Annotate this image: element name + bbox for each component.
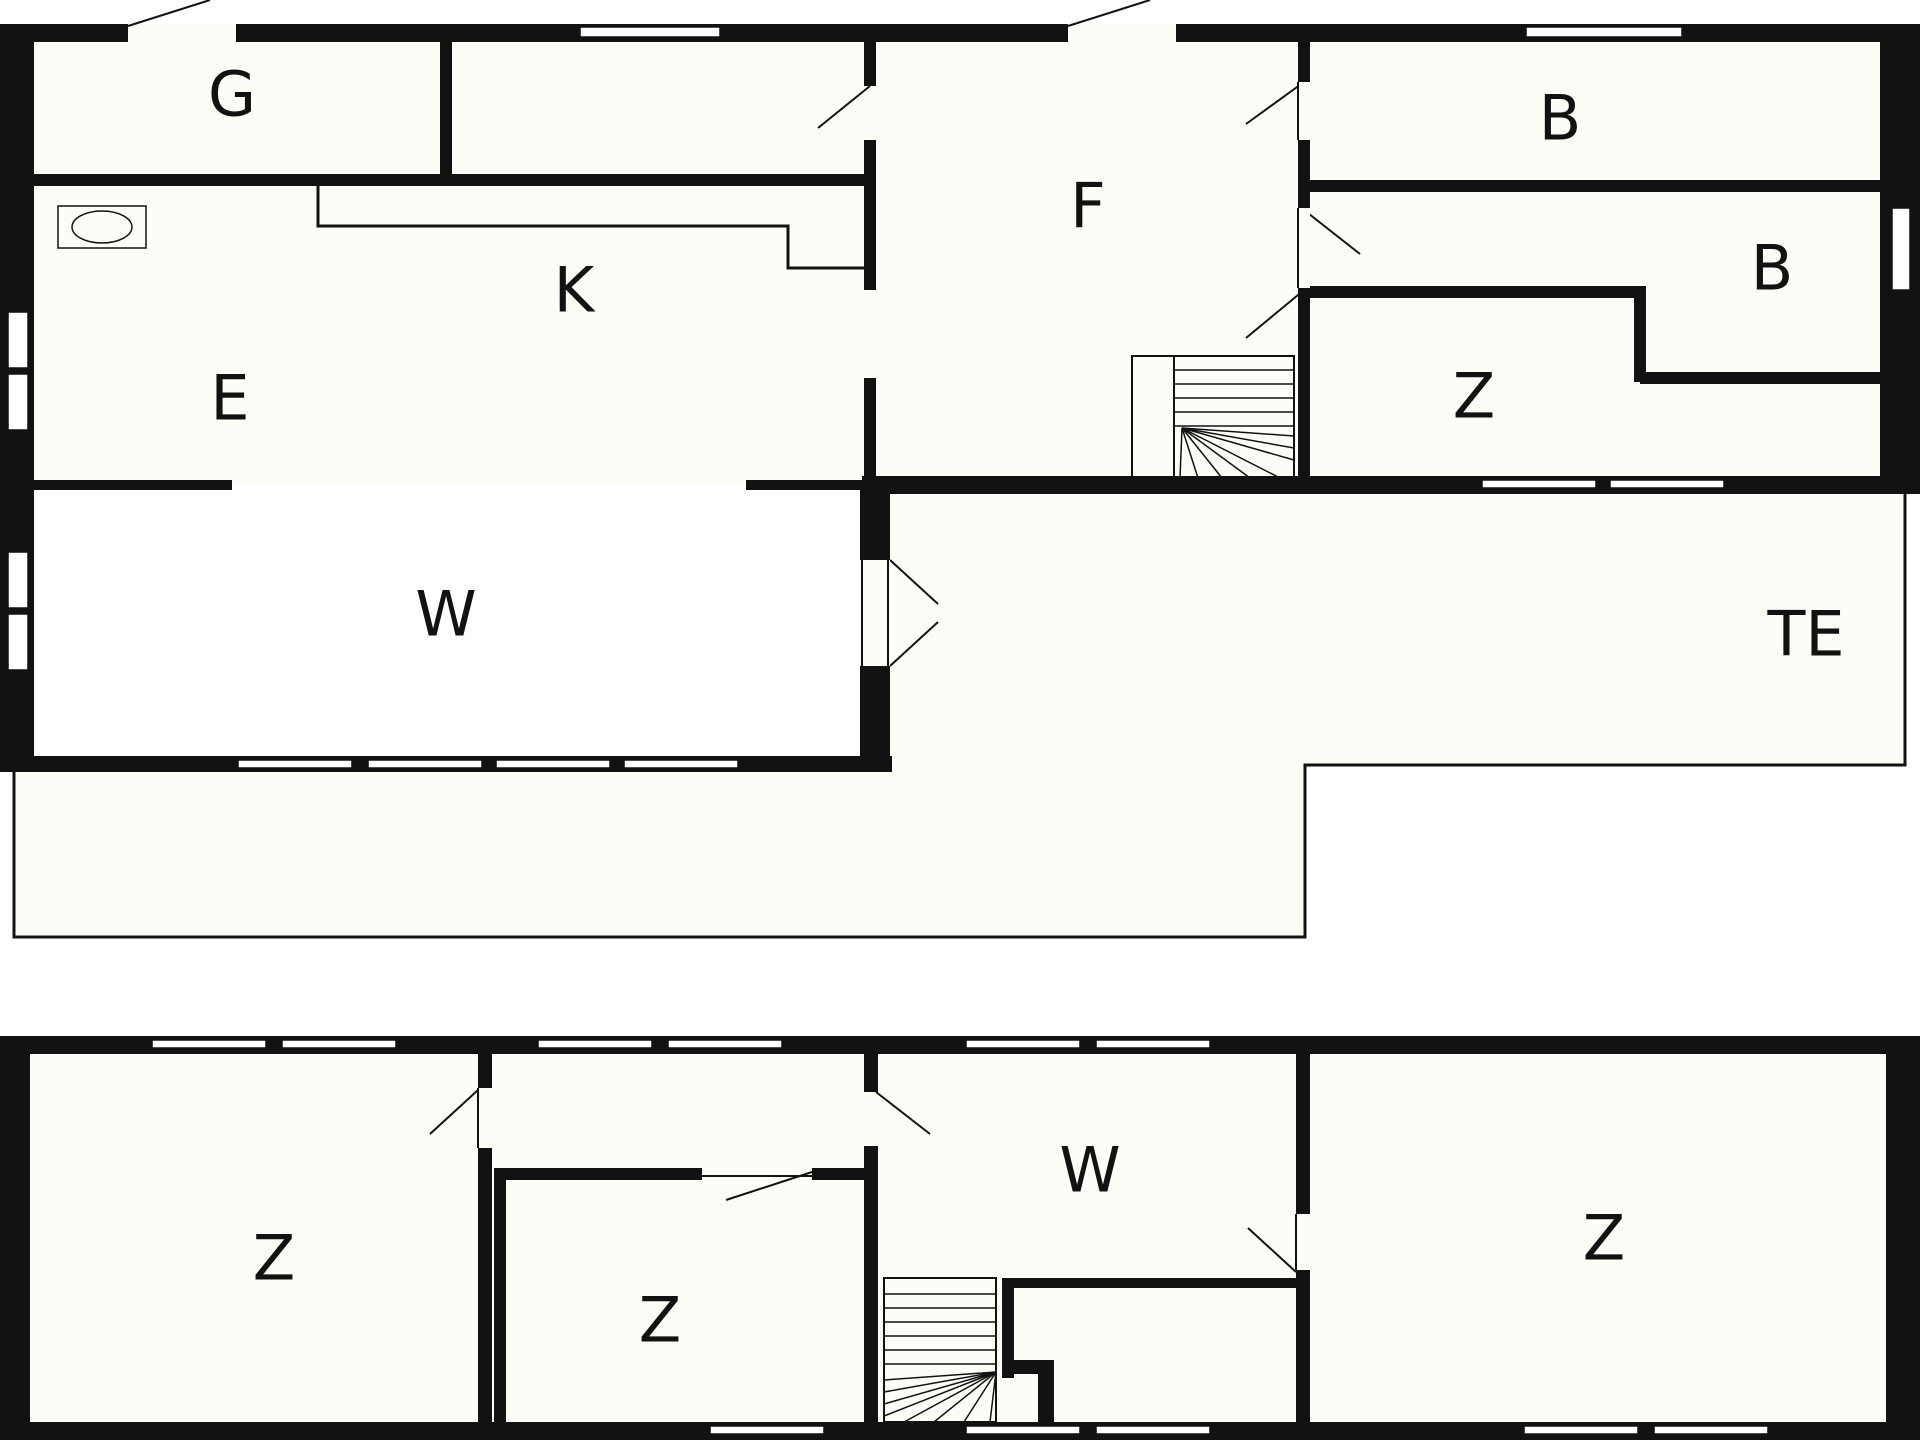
ground-floor: G B F B K E Z W TE [0,0,1920,939]
wall-b2-z-1 [1304,286,1644,298]
wall-e-w-left [28,480,232,490]
upper-floor: W Z Z Z Z [0,1036,1920,1440]
door-gap-top-left [128,24,236,42]
wall-g-right [440,36,452,180]
room-label-z-upper-left: Z [253,1222,295,1295]
upper-stairs [883,1277,997,1423]
wall-w-right-top [860,488,890,560]
upper-wall-d-1 [864,1046,878,1092]
terrace-area [876,485,1905,765]
ground-stairs [1131,355,1295,479]
room-label-w-upper: W [1059,1134,1120,1207]
upper-wall-d-2 [864,1146,878,1428]
room-label-z-upper-center: Z [639,1284,681,1357]
upper-wall-a-1 [478,1046,492,1088]
stove-icon [57,205,147,249]
upper-wall-i [1038,1360,1054,1426]
wall-fk-1 [864,36,876,86]
wall-f-right-2 [1298,140,1310,208]
upper-wall-b-1 [494,1168,702,1180]
room-label-b-mid: B [1751,232,1794,305]
lower-terrace-area [14,765,1304,937]
upper-wall-e-2 [1296,1270,1310,1428]
door-gap-top-mid [1068,24,1176,42]
upper-wall-a-2 [478,1148,492,1428]
room-label-w-ground: W [415,578,476,651]
room-label-te: TE [1766,598,1844,671]
wall-f-right-3 [1298,288,1310,484]
room-label-z-upper-right: Z [1583,1202,1625,1275]
wall-b2-z-3 [1640,372,1894,384]
wall-e-w-right [746,480,870,490]
upper-wall-left [0,1036,30,1440]
ground-windows [7,26,1911,769]
wall-fk-3 [864,378,876,488]
room-label-k: K [554,254,596,327]
upper-wall-right [1886,1036,1920,1440]
wall-b2-z-2 [1634,286,1646,382]
wall-b1-right-inner [1880,36,1894,490]
upper-wall-c [494,1168,506,1428]
upper-windows [151,1039,1769,1435]
ground-floor-area [8,28,1915,485]
wall-g-bottom [28,174,872,186]
terrace-outline [12,490,1907,939]
room-label-b-top: B [1539,82,1582,155]
upper-wall-b-2 [812,1168,874,1180]
room-label-e: E [210,362,249,435]
upper-wall-f [1002,1278,1302,1288]
wall-f-right-1 [1298,36,1310,82]
upper-doors [429,1088,1310,1273]
upper-floor-area [20,1046,1898,1426]
room-label-f: F [1070,170,1106,243]
wall-w-right-bottom [860,666,890,770]
wall-top [0,24,1920,42]
upper-wall-e-1 [1296,1046,1310,1214]
room-label-g: G [208,58,256,131]
wall-mid-horizontal [862,476,1920,494]
upper-wall-g [1002,1278,1014,1378]
room-label-z-ground: Z [1453,360,1495,433]
wall-fk-2 [864,140,876,290]
ground-doors [127,0,1361,667]
kitchen-counter [316,186,866,270]
wall-b1-bottom [1304,180,1894,192]
